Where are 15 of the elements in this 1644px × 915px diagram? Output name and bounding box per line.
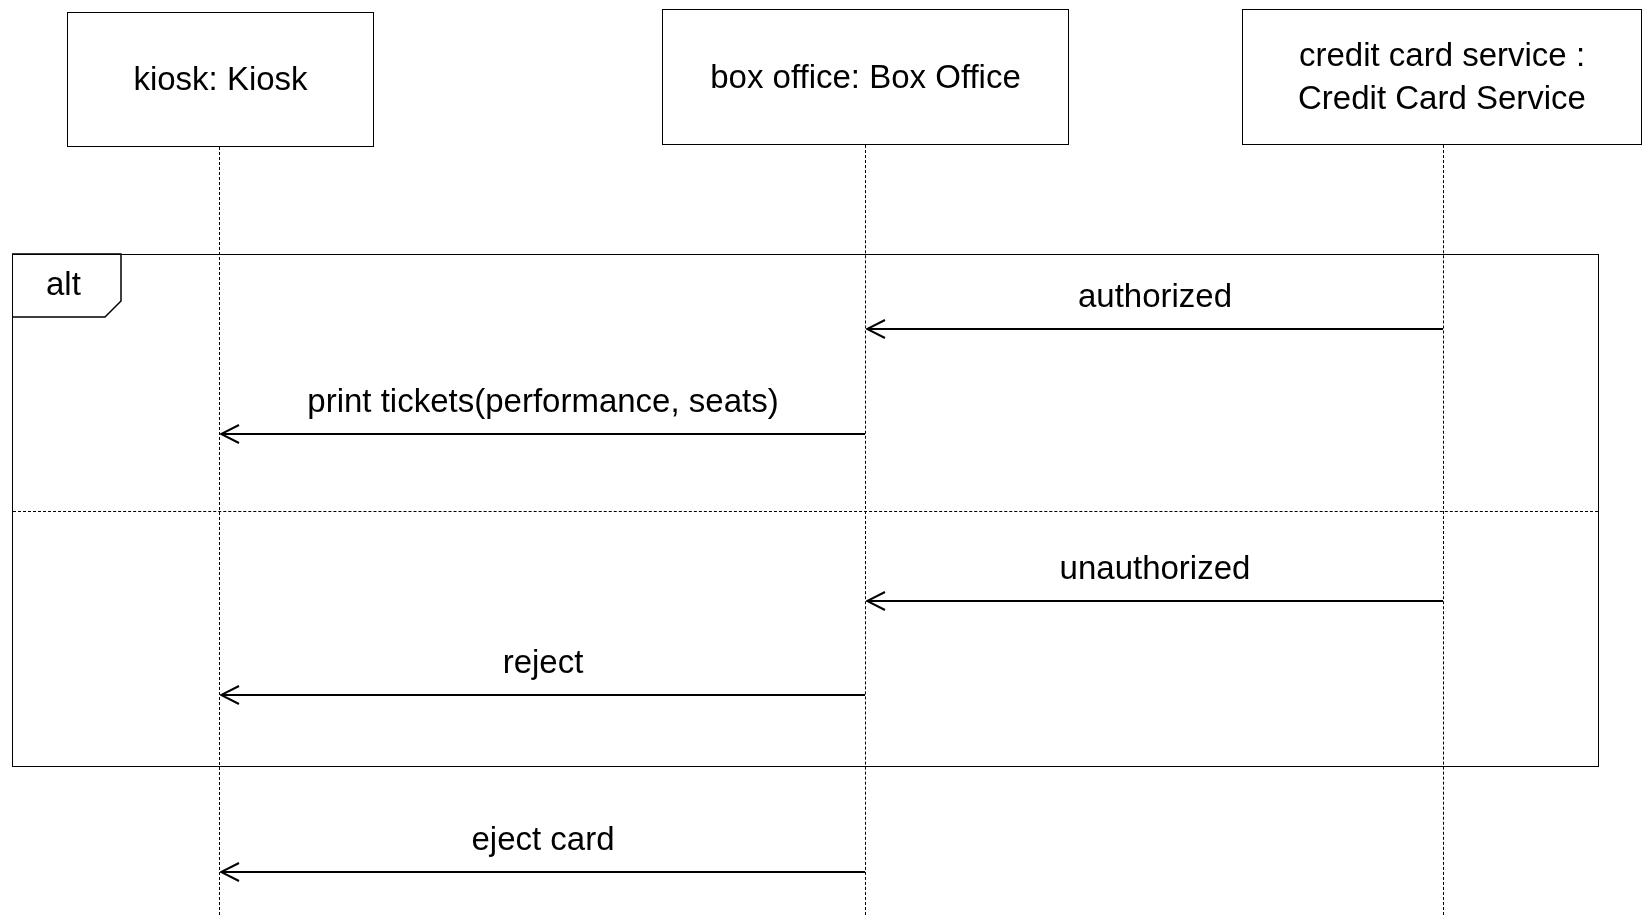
participant-box xyxy=(1242,9,1642,145)
participant-name: kiosk: Kiosk xyxy=(133,59,308,100)
fragment-operator: alt xyxy=(46,265,81,303)
message-arrow xyxy=(220,862,866,882)
participant-box xyxy=(662,9,1069,145)
participant-name: credit card service : Credit Card Service xyxy=(1297,35,1587,118)
lifeline xyxy=(219,147,221,915)
message-arrow xyxy=(866,319,1444,339)
participant-box xyxy=(67,12,374,147)
message-arrow xyxy=(866,591,1444,611)
message-arrow xyxy=(220,424,866,444)
lifeline xyxy=(1443,145,1445,915)
message-arrow xyxy=(220,685,866,705)
lifeline xyxy=(865,145,867,915)
participant-name: box office: Box Office xyxy=(710,56,1021,97)
